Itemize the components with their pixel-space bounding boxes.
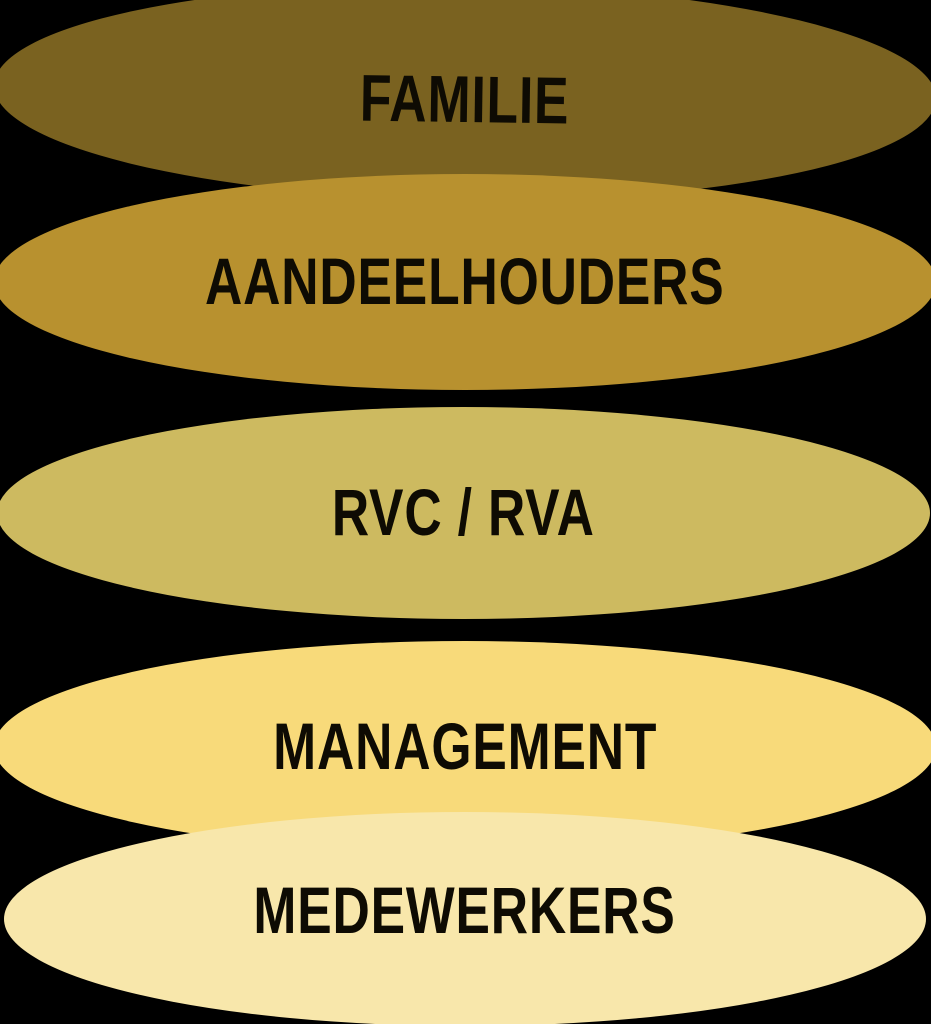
ellipse-aandeelhouders: AANDEELHOUDERS bbox=[0, 174, 931, 390]
ellipse-medewerkers-label: MEDEWERKERS bbox=[253, 874, 677, 948]
ellipse-rvc-rva: RVC / RVA bbox=[0, 407, 930, 619]
ellipse-management-label: MANAGEMENT bbox=[272, 710, 658, 784]
ellipse-familie-label: FAMILIE bbox=[359, 61, 571, 139]
ellipse-medewerkers: MEDEWERKERS bbox=[4, 812, 926, 1024]
ellipse-rvc-rva-label: RVC / RVA bbox=[332, 476, 595, 550]
ellipse-aandeelhouders-label: AANDEELHOUDERS bbox=[205, 245, 725, 319]
